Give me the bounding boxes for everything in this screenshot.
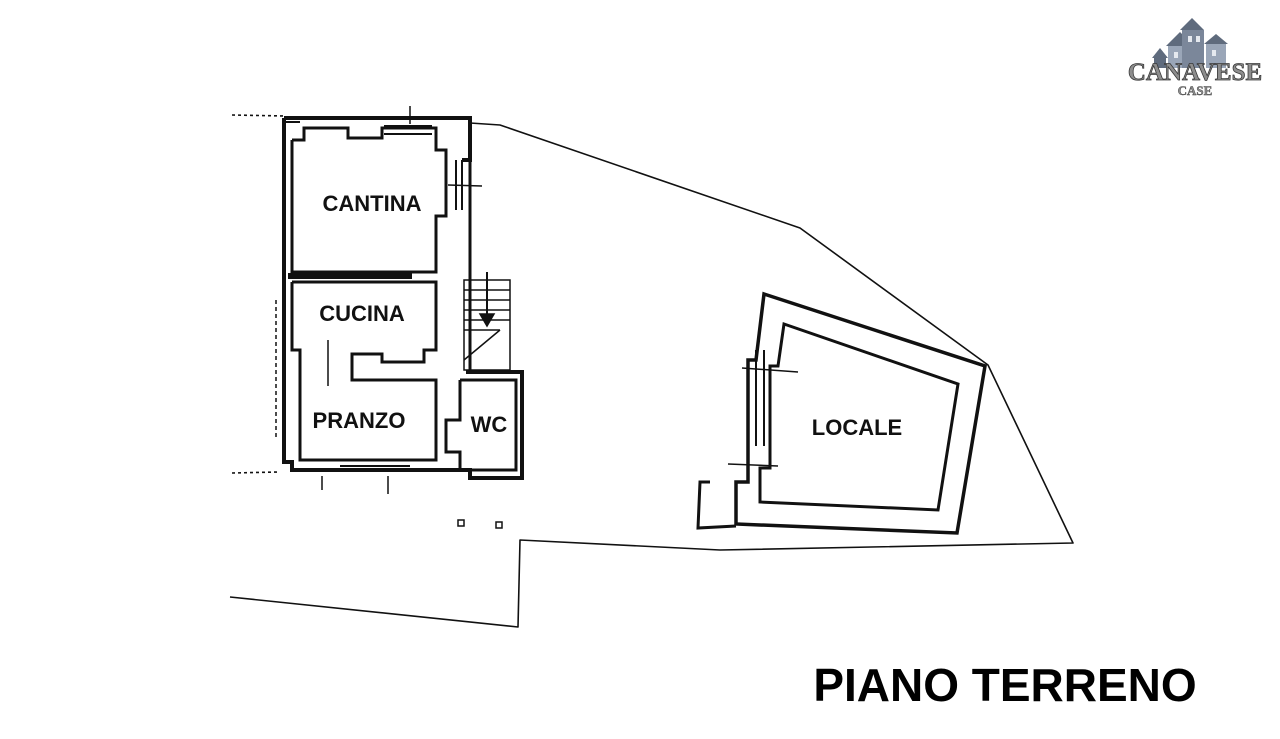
houses-icon — [1152, 18, 1228, 68]
room-label-locale: LOCALE — [812, 415, 902, 440]
room-label-pranzo: PRANZO — [313, 408, 406, 433]
room-label-cucina: CUCINA — [319, 301, 405, 326]
logo-brand-text: CANAVESE — [1128, 59, 1262, 86]
house-walls — [275, 106, 524, 494]
brand-logo: CANAVESE CASE — [1127, 18, 1263, 98]
room-label-cantina: CANTINA — [323, 191, 422, 216]
lot-boundary-top-right — [229, 122, 1074, 628]
lot-boundary — [229, 114, 1074, 628]
room-label-wc: WC — [471, 412, 508, 437]
stairs — [463, 272, 511, 371]
lot-boundary-top-left — [231, 114, 286, 117]
logo-sub-text: CASE — [1178, 83, 1213, 98]
entrance-marks — [457, 519, 503, 529]
lot-boundary-bottom-left — [231, 471, 279, 474]
plan-title: PIANO TERRENO — [813, 659, 1196, 711]
locale-building — [696, 291, 987, 535]
stairs-arrow-icon — [478, 313, 496, 328]
